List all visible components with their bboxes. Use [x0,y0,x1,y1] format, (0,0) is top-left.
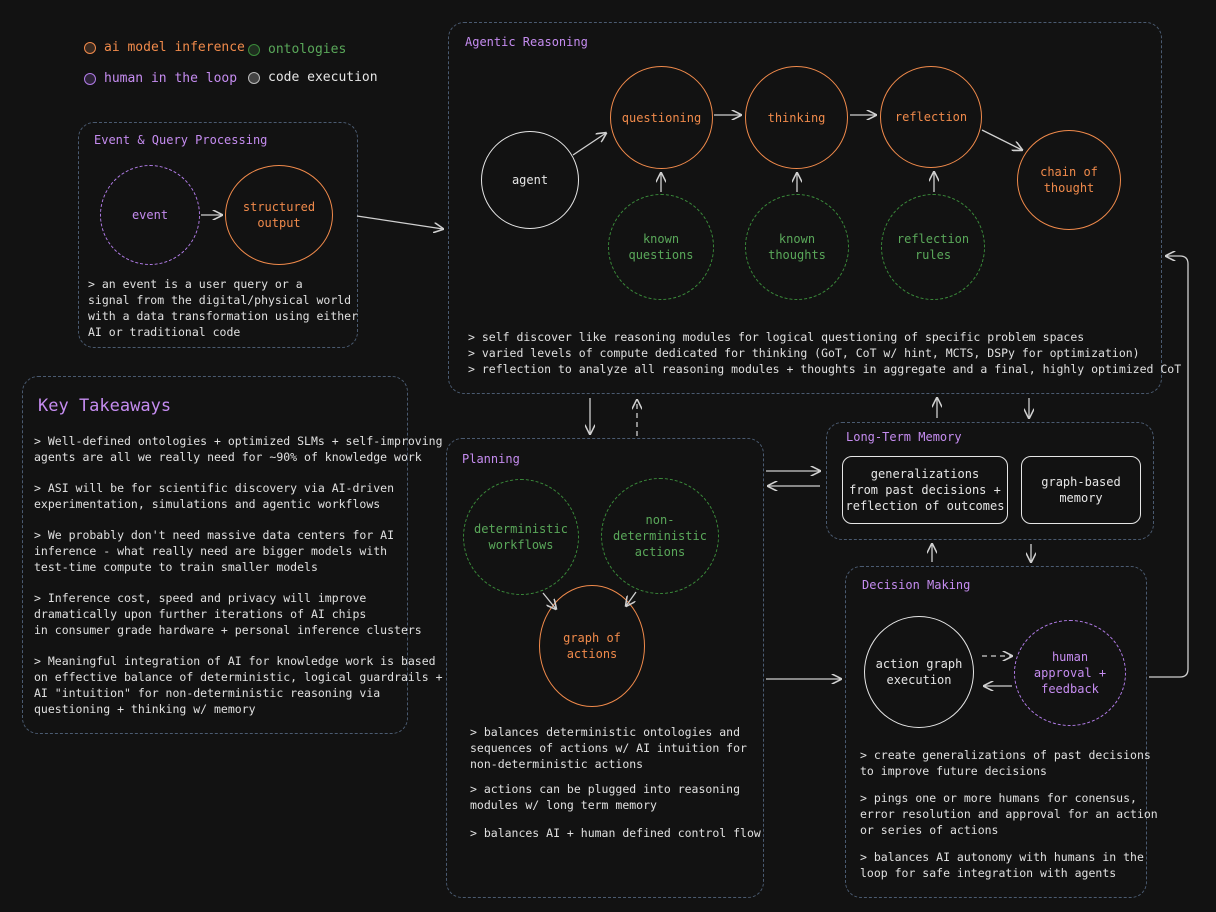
planning-box [446,438,764,898]
agent-node: agent [481,131,579,229]
takeaway-2: > ASI will be for scientific discovery v… [34,481,395,511]
agentic-reasoning-title: Agentic Reasoning [465,35,588,49]
event-query-note: > an event is a user query or a signal f… [88,277,359,339]
legend-human-dot [84,72,96,85]
takeaway-1: > Well-defined ontologies + optimized SL… [34,434,443,464]
key-takeaways-title: Key Takeaways [38,396,172,416]
agentic-reasoning-box [448,22,1162,394]
event-query-box [78,122,358,348]
planning-note-2: > actions can be plugged into reasoning … [470,782,741,812]
agentic-note-3: > reflection to analyze all reasoning mo… [468,362,1182,376]
event-node: event [100,165,200,265]
legend-ontologies-dot [248,43,260,56]
takeaway-4: > Inference cost, speed and privacy will… [34,591,422,637]
arrow-event-to-agentic [356,215,443,229]
agentic-note-2: > varied levels of compute dedicated for… [468,346,1140,360]
reflection-node: reflection [880,66,982,168]
takeaway-5: > Meaningful integration of AI for knowl… [34,654,443,716]
non-deterministic-actions-node: non- deterministic actions [601,478,719,594]
decision-note-1: > create generalizations of past decisio… [860,748,1151,778]
legend-code-label: code execution [268,70,378,85]
legend-human-label: human in the loop [104,71,238,86]
questioning-node: questioning [610,66,713,169]
legend-code: code execution [248,70,378,85]
generalizations-memory-node: generalizations from past decisions + re… [842,456,1008,524]
action-graph-execution-node: action graph execution [864,616,974,728]
legend-ai-label: ai model inference [104,40,245,55]
legend-ontologies: ontologies [248,42,346,57]
decision-making-box [845,566,1147,898]
legend-code-dot [248,71,260,84]
known-thoughts-node: known thoughts [745,194,849,300]
graph-based-memory-node: graph-based memory [1021,456,1141,524]
legend-ai: ai model inference [84,40,245,55]
thinking-node: thinking [745,66,848,169]
legend-ontologies-label: ontologies [268,42,347,57]
key-takeaways-box [22,376,408,734]
takeaway-3: > We probably don't need massive data ce… [34,528,395,574]
reflection-rules-node: reflection rules [881,194,985,300]
decision-note-3: > balances AI autonomy with humans in th… [860,850,1144,880]
decision-making-title: Decision Making [862,578,971,592]
legend-ai-dot [84,41,96,54]
long-term-memory-title: Long-Term Memory [846,430,962,444]
decision-note-2: > pings one or more humans for conensus,… [860,791,1158,837]
known-questions-node: known questions [608,194,714,300]
event-query-title: Event & Query Processing [94,133,268,147]
legend-human: human in the loop [84,71,237,86]
human-approval-node: human approval + feedback [1014,620,1126,726]
structured-output-node: structured output [225,165,333,265]
agentic-note-1: > self discover like reasoning modules f… [468,330,1085,344]
planning-note-1: > balances deterministic ontologies and … [470,725,747,771]
graph-of-actions-node: graph of actions [539,585,645,707]
deterministic-workflows-node: deterministic workflows [463,479,579,595]
planning-note-3: > balances AI + human defined control fl… [470,826,761,840]
planning-title: Planning [462,452,520,466]
chain-of-thought-node: chain of thought [1017,130,1121,230]
